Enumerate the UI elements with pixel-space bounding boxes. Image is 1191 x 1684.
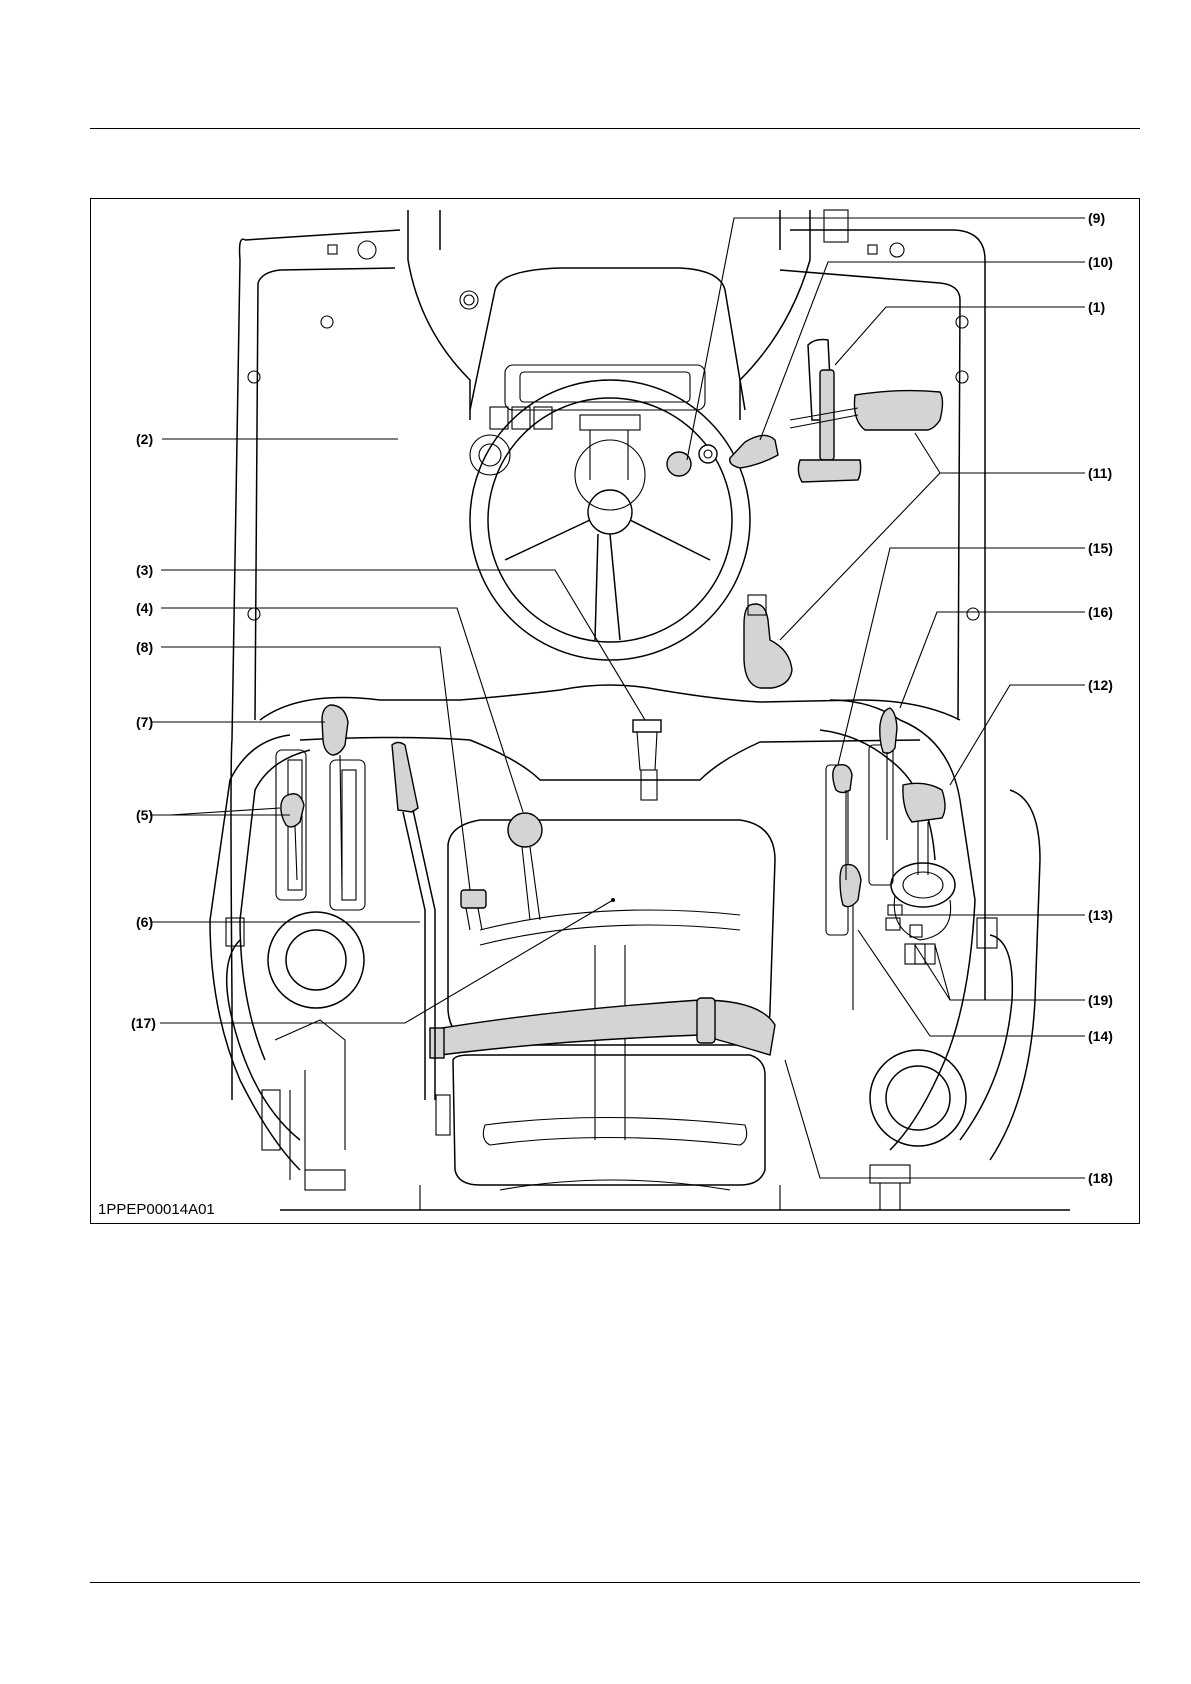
callout-5: (5) xyxy=(136,807,153,823)
callout-6: (6) xyxy=(136,914,153,930)
callout-14: (14) xyxy=(1088,1028,1113,1044)
callout-2: (2) xyxy=(136,431,153,447)
callout-9: (9) xyxy=(1088,210,1105,226)
callout-11: (11) xyxy=(1088,465,1112,481)
callout-labels: (9) (10) (1) (2) (11) (15) (3) (16) (4) … xyxy=(98,210,1113,1218)
footer-rule xyxy=(90,1582,1140,1583)
callout-19: (19) xyxy=(1088,992,1113,1008)
callout-13: (13) xyxy=(1088,907,1113,923)
callout-17: (17) xyxy=(131,1015,156,1031)
callout-15: (15) xyxy=(1088,540,1113,556)
callout-18: (18) xyxy=(1088,1170,1113,1186)
callout-16: (16) xyxy=(1088,604,1113,620)
callout-1: (1) xyxy=(1088,299,1105,315)
callout-4: (4) xyxy=(136,600,153,616)
figure-id: 1PPEP00014A01 xyxy=(98,1201,215,1218)
callout-10: (10) xyxy=(1088,254,1113,270)
callout-3: (3) xyxy=(136,562,153,578)
callout-8: (8) xyxy=(136,639,153,655)
callout-7: (7) xyxy=(136,714,153,730)
callout-12: (12) xyxy=(1088,677,1113,693)
tractor-drawing xyxy=(210,210,1070,1210)
